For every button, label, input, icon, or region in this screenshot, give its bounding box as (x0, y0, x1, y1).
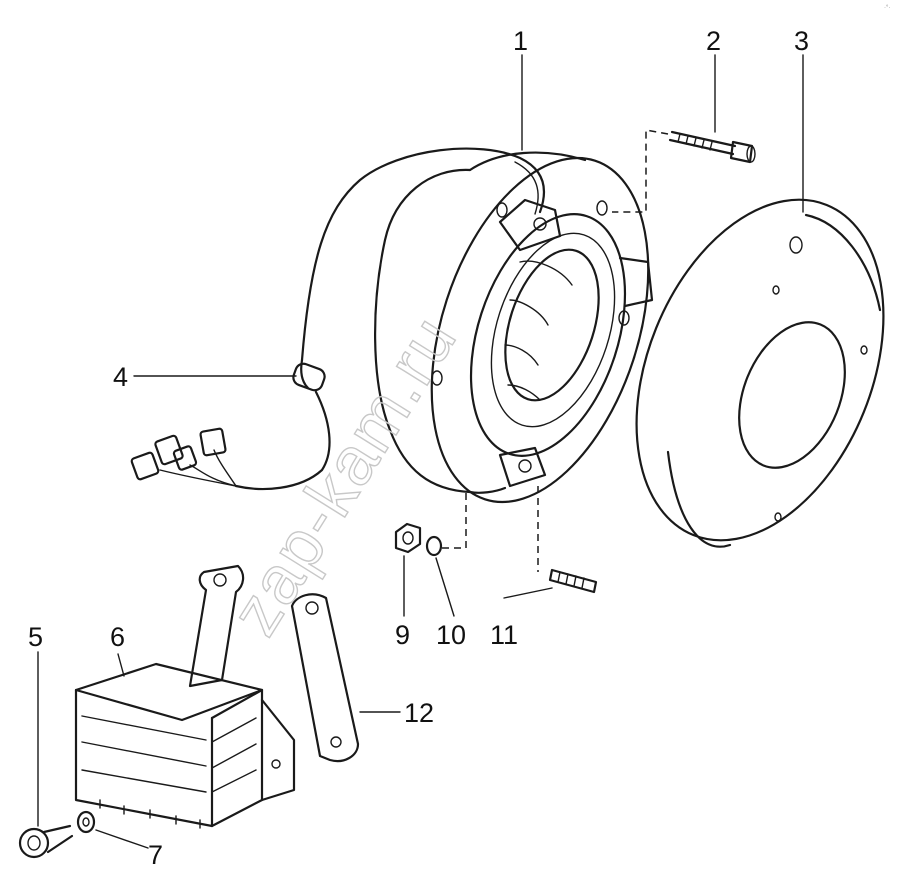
callout-12: 12 (404, 698, 434, 728)
callout-6: 6 (110, 622, 125, 652)
callout-7: 7 (148, 840, 163, 870)
part-bolt (18, 824, 74, 859)
part-washer (425, 492, 467, 557)
part-wire-harness (130, 358, 331, 491)
part-regulator (74, 662, 296, 829)
corner-mark: ·°· (884, 5, 890, 11)
leader-lines (37, 54, 804, 849)
part-screw (612, 129, 756, 213)
part-lock-washer (76, 810, 96, 834)
callout-5: 5 (28, 622, 43, 652)
part-cover-plate (635, 198, 885, 548)
callout-9: 9 (395, 620, 410, 650)
part-nut (394, 522, 422, 554)
callout-1: 1 (513, 26, 528, 56)
part-stator-housing (300, 147, 654, 504)
callout-4: 4 (113, 362, 128, 392)
callout-10: 10 (436, 620, 466, 650)
part-stud (537, 486, 598, 594)
callout-3: 3 (794, 26, 809, 56)
watermark-text: zap-kam.ru (216, 302, 471, 648)
callout-11: 11 (490, 620, 518, 650)
callout-2: 2 (706, 26, 721, 56)
